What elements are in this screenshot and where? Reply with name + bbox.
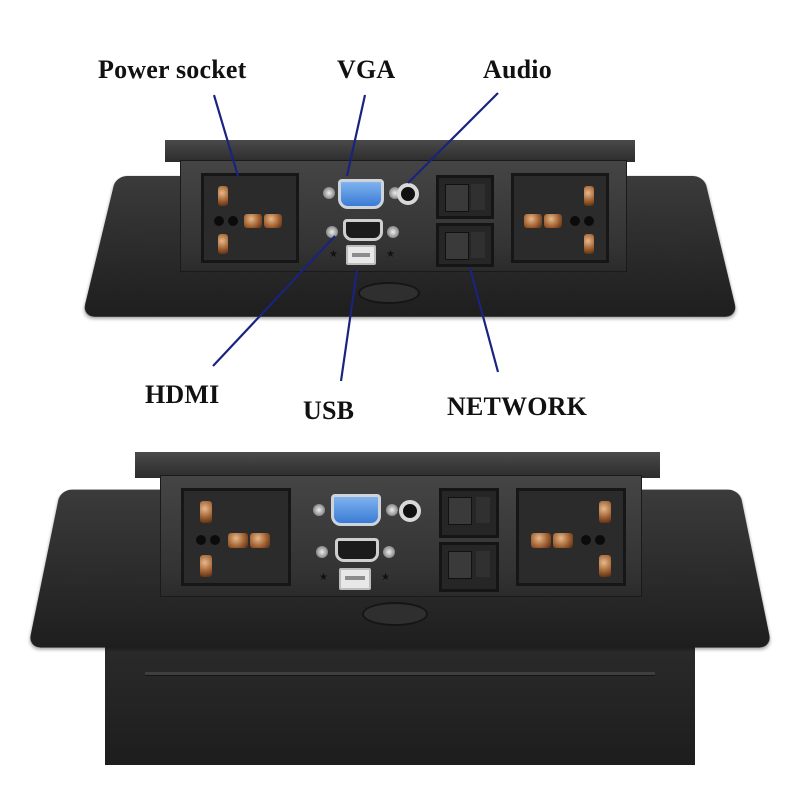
lid-top-edge (135, 452, 660, 478)
lid-top-edge (165, 140, 635, 162)
hdmi-port (335, 538, 379, 562)
release-button[interactable] (362, 602, 428, 626)
power-socket-right (511, 173, 609, 263)
socket-box-top: ★ ★ (0, 0, 800, 380)
vga-port (338, 179, 384, 209)
enclosure-body (105, 640, 695, 765)
label-vga: VGA (337, 55, 396, 84)
usb-port (339, 568, 371, 590)
label-network: NETWORK (447, 392, 588, 421)
label-hdmi: HDMI (145, 380, 220, 409)
label-power-socket: Power socket (98, 55, 247, 84)
audio-jack (399, 500, 421, 522)
label-audio: Audio (483, 55, 552, 84)
hdmi-port (343, 219, 383, 241)
port-panel: ★ ★ (160, 475, 642, 597)
network-port-2 (439, 542, 499, 592)
usb-port (346, 245, 376, 265)
label-usb: USB (303, 396, 355, 425)
release-button[interactable] (358, 282, 420, 304)
vga-port (331, 494, 381, 526)
audio-jack (397, 183, 419, 205)
network-port-1 (439, 488, 499, 538)
port-panel: ★ ★ (180, 160, 627, 272)
network-port-2 (436, 223, 494, 267)
power-socket-left (181, 488, 291, 586)
power-socket-right (516, 488, 626, 586)
